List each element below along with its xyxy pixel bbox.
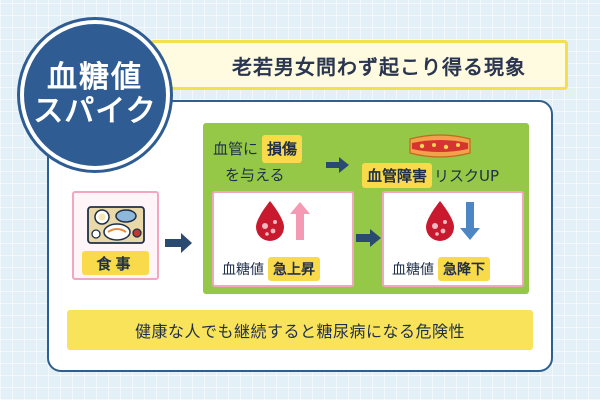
headline-text: 老若男女問わず起こり得る現象 (232, 54, 526, 79)
risk-suffix: リスクUP (434, 167, 500, 185)
warning-text: 健康な人でも継続すると糖尿病になる危険性 (134, 322, 465, 341)
title-badge: 血糖値 スパイク (20, 20, 170, 170)
blood-vessel-icon (409, 134, 471, 158)
rapid-rise-tag: 急上昇 (268, 257, 320, 281)
meal-label: 食事 (82, 251, 149, 275)
down-arrow-icon (460, 202, 480, 240)
meal-tray-icon (87, 206, 145, 244)
meal-label-text: 食事 (96, 254, 135, 273)
flow-arrow-icon (165, 233, 192, 253)
blood-drop-icon (426, 201, 454, 241)
warning-bar: 健康な人でも継続すると糖尿病になる危険性 (67, 310, 533, 350)
glucose-label: 血糖値 (222, 262, 264, 278)
flow-arrow-icon (356, 229, 381, 247)
glucose-drop-label: 血糖値 急降下 (392, 257, 490, 281)
up-arrow-icon (290, 202, 310, 240)
vessel-damage-text: 血管に 損傷 を与える (213, 135, 333, 187)
rapid-drop-tag: 急降下 (438, 257, 490, 281)
effect-prefix: 血管に (213, 140, 259, 158)
title-line-1: 血糖値 (47, 59, 143, 95)
glucose-rise-label: 血糖値 急上昇 (222, 257, 320, 281)
flow-arrow-icon (326, 157, 349, 173)
vascular-disorder-tag: 血管障害 (362, 163, 433, 188)
risk-text: 血管障害 リスクUP (362, 163, 499, 188)
blood-drop-icon (256, 201, 284, 241)
title-line-2: スパイク (33, 94, 157, 129)
headline-banner: 老若男女問わず起こり得る現象 (150, 40, 568, 90)
damage-tag: 損傷 (262, 135, 303, 163)
glucose-label: 血糖値 (392, 262, 434, 278)
effect-suffix: を与える (225, 166, 285, 184)
